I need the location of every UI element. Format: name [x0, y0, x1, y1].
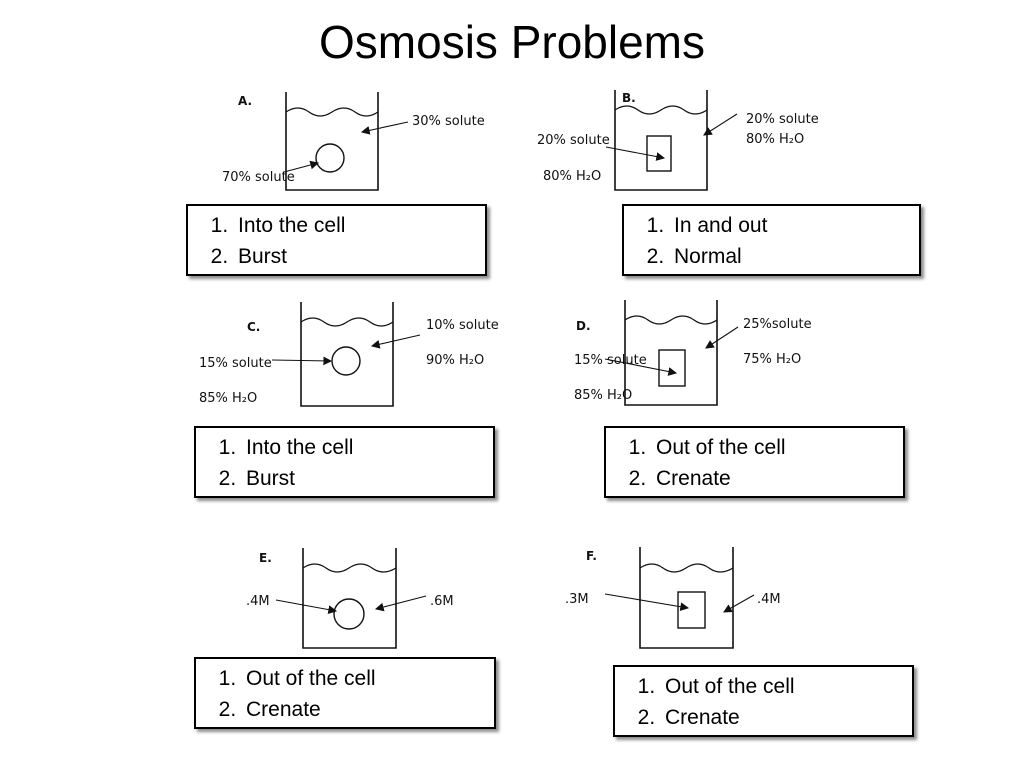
problem-b-inside-solute: 20% solute — [537, 133, 610, 148]
problem-c-inside-solute: 15% solute — [199, 356, 272, 371]
problem-b-arrow-outside — [703, 113, 738, 136]
problem-e-arrow-inside — [275, 599, 338, 614]
problem-f-diagram: F. .3M .4M — [565, 547, 781, 649]
problem-f-cell — [677, 591, 706, 629]
problem-a-beaker — [285, 92, 379, 191]
problem-d-diagram: D. 25%solute 75% H₂O 15% solute 85% H₂O — [574, 300, 812, 406]
problem-b-diagram: B. 20% solute 80% H₂O 20% solute 80% H₂O — [537, 90, 819, 191]
problem-d-outside-solute: 25%solute — [743, 317, 812, 332]
problem-a-arrow-inside — [283, 160, 320, 173]
problem-c-cell — [331, 346, 361, 376]
problem-c-water-line — [300, 317, 394, 327]
problem-a-outside-solute: 30% solute — [412, 114, 485, 129]
problem-c-answer-1: Into the cell — [242, 432, 493, 463]
problem-d-answer-box: Out of the cell Crenate — [604, 426, 905, 498]
problem-a-letter: A. — [238, 94, 252, 108]
problem-d-arrow-outside — [705, 326, 739, 349]
problem-f-answer-2: Crenate — [661, 702, 912, 733]
problem-b-inside-water: 80% H₂O — [543, 169, 601, 184]
problem-b-beaker — [614, 90, 708, 191]
problem-e-arrow-outside — [374, 595, 427, 612]
problem-a-answer-2: Burst — [234, 241, 485, 272]
problem-b-answer-2: Normal — [670, 241, 919, 272]
problem-d-answer-1: Out of the cell — [652, 432, 903, 463]
problem-e-outside-label: .6M — [430, 594, 454, 609]
problem-a-inside-solute: 70% solute — [222, 170, 295, 185]
problem-f-arrow-inside — [604, 593, 690, 612]
problem-e-answer-box: Out of the cell Crenate — [194, 657, 496, 729]
problem-b-outside-water: 80% H₂O — [746, 132, 804, 147]
problem-a-arrow-outside — [360, 121, 409, 135]
page-title: Osmosis Problems — [319, 16, 705, 68]
problem-c-answer-2: Burst — [242, 463, 493, 494]
problem-f-answer-box: Out of the cell Crenate — [613, 665, 914, 737]
problem-c-inside-water: 85% H₂O — [199, 391, 257, 406]
problem-e-answer-1: Out of the cell — [242, 663, 494, 694]
problem-b-arrow-inside — [605, 146, 666, 161]
problem-d-water-line — [624, 315, 718, 325]
problem-f-answer-1: Out of the cell — [661, 671, 912, 702]
problem-e-inside-label: .4M — [246, 594, 270, 609]
problem-d-inside-solute: 15% solute — [574, 353, 647, 368]
problem-d-cell — [658, 349, 686, 387]
problem-f-beaker — [639, 547, 734, 649]
problem-f-water-line — [639, 563, 734, 573]
problem-d-letter: D. — [576, 319, 591, 333]
problem-c-answer-box: Into the cell Burst — [194, 426, 495, 498]
problem-c-diagram: C. 10% solute 90% H₂O 15% solute 85% H₂O — [199, 302, 499, 407]
problem-a-answer-box: Into the cell Burst — [186, 204, 487, 276]
problem-d-answer-2: Crenate — [652, 463, 903, 494]
problem-a-answer-1: Into the cell — [234, 210, 485, 241]
problem-b-answer-box: In and out Normal — [622, 204, 921, 276]
problem-b-outside-solute: 20% solute — [746, 112, 819, 127]
problem-b-letter: B. — [622, 91, 636, 105]
problem-c-arrow-inside — [271, 356, 333, 366]
problem-c-letter: C. — [247, 320, 260, 334]
problem-c-outside-water: 90% H₂O — [426, 353, 484, 368]
problem-b-water-line — [614, 105, 708, 115]
problem-f-outside-label: .4M — [757, 592, 781, 607]
problem-d-arrow-inside — [604, 358, 678, 376]
problem-c-beaker — [300, 302, 394, 407]
problem-e-beaker — [302, 548, 397, 649]
problem-e-answer-2: Crenate — [242, 694, 494, 725]
problem-f-inside-label: .3M — [565, 592, 589, 607]
problem-d-beaker — [624, 300, 718, 406]
problem-c-arrow-outside — [370, 334, 421, 349]
problem-a-diagram: A. 30% solute 70% solute — [222, 92, 485, 191]
problem-d-outside-water: 75% H₂O — [743, 352, 801, 367]
problem-e-cell — [333, 598, 365, 630]
problem-a-water-line — [285, 107, 379, 117]
problem-b-cell — [646, 135, 672, 172]
problem-a-cell — [315, 143, 345, 173]
problem-c-outside-solute: 10% solute — [426, 318, 499, 333]
problem-e-letter: E. — [259, 551, 272, 565]
problem-f-arrow-outside — [723, 594, 755, 613]
problem-d-inside-water: 85% H₂O — [574, 388, 632, 403]
problem-b-answer-1: In and out — [670, 210, 919, 241]
problem-f-letter: F. — [586, 549, 597, 563]
problem-e-diagram: E. .4M .6M — [246, 548, 454, 649]
problem-e-water-line — [302, 563, 397, 573]
